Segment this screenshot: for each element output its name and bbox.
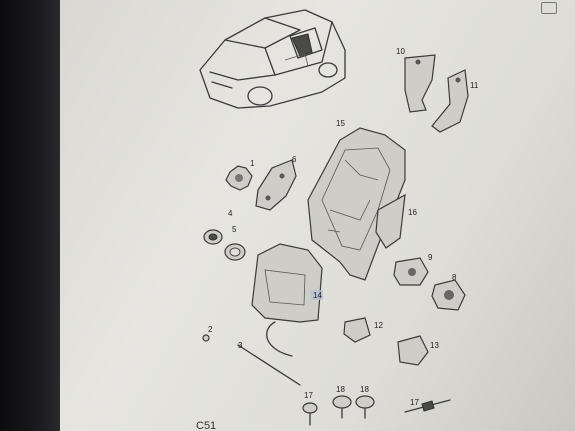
- label-13: 13: [430, 341, 439, 350]
- part-4-knob: [203, 229, 223, 245]
- part-5-ring: [224, 243, 246, 261]
- label-11: 11: [470, 81, 479, 90]
- label-17-a: 17: [304, 391, 313, 400]
- part-17-screw: [302, 402, 318, 426]
- monitor-bezel: [0, 0, 60, 431]
- part-18-clip-b: [355, 395, 375, 419]
- part-1-star-knob: [225, 165, 253, 191]
- part-2-pin: [202, 334, 210, 342]
- label-16: 16: [408, 208, 417, 217]
- label-5: 5: [232, 225, 237, 234]
- part-17-pin: [404, 399, 451, 413]
- part-18-clip-a: [332, 395, 352, 419]
- label-3: 3: [238, 341, 243, 350]
- label-12: 12: [374, 321, 383, 330]
- exploded-seat-diagram: 10 11 15 1 6 16 4 5 9 8 14 12 2 3 13 17 …: [199, 9, 479, 426]
- window-corner-mark: [541, 2, 557, 14]
- part-14-cushion: [251, 243, 323, 357]
- label-17-b: 17: [410, 398, 419, 407]
- label-10: 10: [396, 47, 405, 56]
- part-9-cover: [393, 257, 429, 286]
- part-10-cover: [404, 54, 436, 113]
- label-9: 9: [428, 253, 433, 262]
- label-4: 4: [228, 209, 233, 218]
- part-8-cover: [431, 279, 466, 311]
- part-11-cover: [431, 69, 469, 133]
- part-3-rod: [237, 344, 301, 386]
- label-1: 1: [250, 159, 255, 168]
- parts-diagram-screen: 10 11 15 1 6 16 4 5 9 8 14 12 2 3 13 17 …: [60, 0, 575, 431]
- label-6: 6: [292, 155, 297, 164]
- label-18-b: 18: [360, 385, 369, 394]
- part-12-clip: [343, 317, 371, 343]
- page-code: C51: [196, 420, 217, 431]
- label-2: 2: [208, 325, 213, 334]
- label-14: 14: [313, 291, 322, 300]
- part-13-clip: [397, 335, 429, 366]
- part-16-side-panel: [375, 193, 406, 249]
- label-18-a: 18: [336, 385, 345, 394]
- part-6-bracket: [255, 159, 297, 211]
- label-14-highlight: [311, 290, 323, 300]
- label-15: 15: [336, 119, 345, 128]
- label-8: 8: [452, 273, 457, 282]
- car-illustration: [199, 9, 346, 109]
